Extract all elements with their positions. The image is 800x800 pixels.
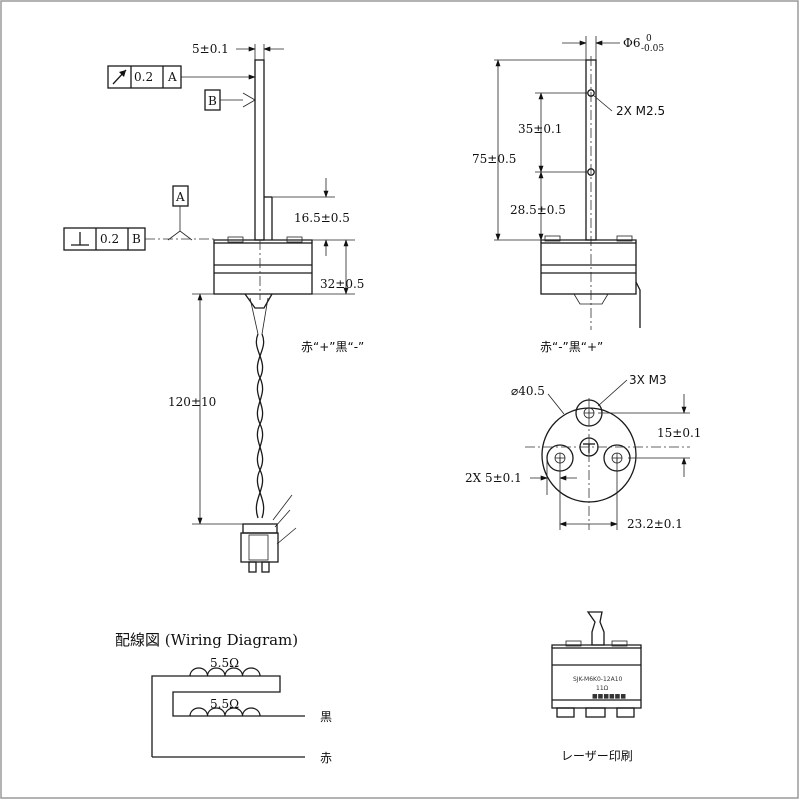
thread-note: 3X M3 <box>629 373 667 387</box>
datum-a-label: A <box>175 190 185 204</box>
bottom-view: ⌀40.5 3X M3 15±0.1 2X 5±0.1 23.2±0.1 <box>465 373 701 531</box>
coil-2-resistance: 5.5Ω <box>210 697 239 711</box>
laser-marking-view: SJK-M6K0-12A10 11Ω ■■■■■■ レーザー印刷 <box>551 611 642 763</box>
coil-1-resistance: 5.5Ω <box>210 656 239 670</box>
engraving-resistance: 11Ω <box>596 685 609 692</box>
runout-arrow-icon <box>112 69 127 85</box>
dim-hole-span: 23.2±0.1 <box>627 517 683 531</box>
perpendicularity-icon <box>71 232 89 246</box>
runout-datum: A <box>167 70 177 84</box>
dim-shaft-width: 5±0.1 <box>192 42 229 56</box>
dim-flat-length: 16.5±0.5 <box>294 211 350 225</box>
dim-shaft-diameter: Φ6 <box>623 36 640 50</box>
wiring-diagram: 配線図 (Wiring Diagram) 5.5Ω 5.5Ω 黒 赤 <box>115 631 332 765</box>
side-view: Φ6 0 -0.05 2X M2.5 75±0.5 35±0.1 28.5±0.… <box>472 34 665 354</box>
dim-body-dia: ⌀40.5 <box>511 384 545 398</box>
wiring-title: 配線図 (Wiring Diagram) <box>115 631 298 649</box>
dim-hole-center-y: 15±0.1 <box>657 426 701 440</box>
lead-red: 赤 <box>320 751 332 765</box>
perp-datum: B <box>132 232 141 246</box>
dim-body-height: 32±0.5 <box>320 277 364 291</box>
runout-tolerance: 0.2 <box>134 70 153 84</box>
hole-note: 2X M2.5 <box>616 104 665 118</box>
laser-caption: レーザー印刷 <box>561 749 633 763</box>
lead-black: 黒 <box>320 710 332 724</box>
dim-2x-5: 2X 5±0.1 <box>465 471 522 485</box>
engraving-model: SJK-M6K0-12A10 <box>573 676 623 683</box>
dim-hole-spacing: 35±0.1 <box>518 122 562 136</box>
engraving-lot: ■■■■■■ <box>592 693 626 700</box>
dim-diameter-tol-upper: 0 <box>646 34 652 44</box>
front-wire-note: 赤“+”黒“-” <box>301 340 364 354</box>
side-wire-note: 赤“-”黒“+” <box>540 340 603 354</box>
front-view: 5±0.1 0.2 A B A 0.2 B <box>63 42 364 573</box>
dim-diameter-tol-lower: -0.05 <box>641 44 664 54</box>
datum-b-label: B <box>208 94 217 108</box>
dim-lead-length: 120±10 <box>168 395 216 409</box>
dim-hole-offset: 28.5±0.5 <box>510 203 566 217</box>
perp-tolerance: 0.2 <box>100 232 119 246</box>
dim-shaft-length: 75±0.5 <box>472 152 516 166</box>
